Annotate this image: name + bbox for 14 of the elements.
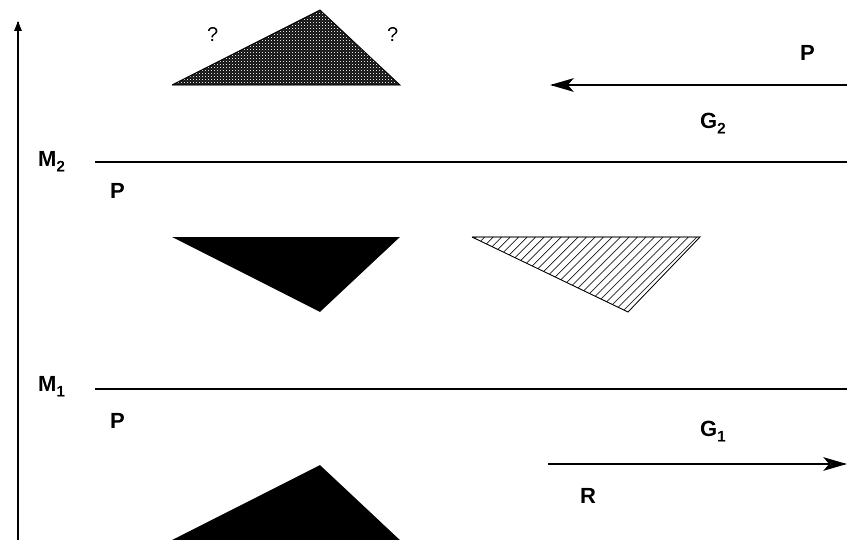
variable-label: R <box>580 485 596 507</box>
variable-label: P <box>110 410 125 432</box>
solid-triangle <box>172 465 400 540</box>
variable-label: P <box>110 180 125 202</box>
plane-label: M$_{2}$ <box>38 148 65 175</box>
variable-label: P <box>800 42 815 64</box>
plane-label: M$_{1}$ <box>38 373 65 400</box>
solid-triangle <box>172 237 400 312</box>
variable-label: G$_{2}$ <box>700 110 726 137</box>
question-mark: ? <box>387 25 398 45</box>
hatched-triangle <box>472 236 702 313</box>
shaded-triangle <box>172 9 402 86</box>
variable-label: G$_{1}$ <box>700 418 726 445</box>
question-mark: ? <box>207 25 218 45</box>
